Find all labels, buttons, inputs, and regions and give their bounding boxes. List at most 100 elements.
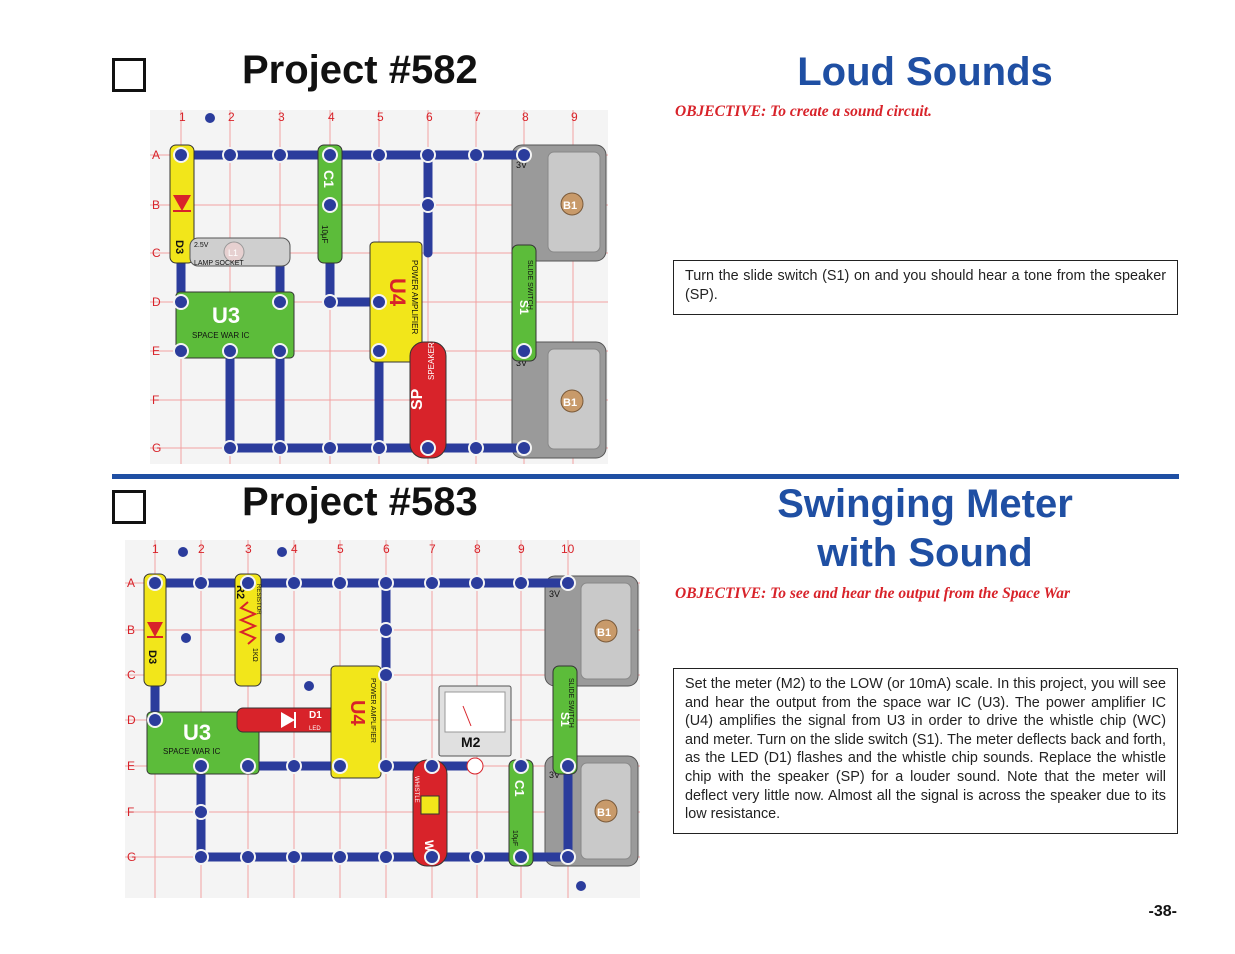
b1-voltage: 3V xyxy=(549,770,560,780)
row-label: F xyxy=(127,805,134,819)
s1-label: S1 xyxy=(558,712,572,727)
s1-component-582: S1 SLIDE SWITCH xyxy=(511,244,537,362)
col-label: 6 xyxy=(426,110,433,124)
c1-label: C1 xyxy=(321,170,337,188)
d3-component-582: D3 xyxy=(169,144,195,264)
circuit-582-svg: 1 2 3 4 5 6 7 8 9 A B C D E F G B1 3V xyxy=(150,110,608,464)
lamp-voltage: 2.5V xyxy=(194,242,209,249)
column-labels-583: 1 2 3 4 5 6 7 8 9 10 xyxy=(152,542,575,556)
b1-label: B1 xyxy=(597,627,611,639)
sp-sublabel: SPEAKER xyxy=(427,342,436,380)
col-label: 6 xyxy=(383,542,390,556)
project-582-title: Loud Sounds xyxy=(797,50,1053,94)
r2-value: 1KΩ xyxy=(251,648,258,662)
wc-component-583: WC WHISTLE xyxy=(412,759,448,867)
b1-label: B1 xyxy=(563,200,577,212)
d1-label: D1 xyxy=(309,710,322,721)
r2-sublabel: RESISTOR xyxy=(255,584,261,615)
u3-label: U3 xyxy=(183,720,211,745)
d3-label: D3 xyxy=(146,650,158,664)
row-label: E xyxy=(127,759,135,773)
b1-label: B1 xyxy=(563,397,577,409)
u4-component-583: U4 POWER AMPLIFIER xyxy=(330,665,382,779)
project-582-checkbox[interactable] xyxy=(112,58,146,92)
project-582-number: Project #582 xyxy=(242,48,478,92)
col-label: 9 xyxy=(518,542,525,556)
battery-holders-583: B1 3V B1 3V xyxy=(544,575,639,867)
project-583-objective: OBJECTIVE: To see and hear the output fr… xyxy=(675,585,1071,602)
lamp-socket-label: LAMP SOCKET xyxy=(194,260,244,267)
sp-label: SP xyxy=(409,388,426,410)
col-label: 1 xyxy=(152,542,159,556)
u3-component-583: U3 SPACE WAR IC xyxy=(146,711,260,775)
u4-label: U4 xyxy=(346,700,368,726)
col-label: 7 xyxy=(474,110,481,124)
u3-sublabel: SPACE WAR IC xyxy=(163,747,221,756)
lamp-component-582: L1 2.5V LAMP SOCKET xyxy=(189,237,291,267)
r2-component-583: R2 RESISTOR 1KΩ xyxy=(234,573,262,687)
row-label: A xyxy=(127,576,135,590)
b1-voltage: 3V xyxy=(549,589,560,599)
row-labels-582: A B C D E F G xyxy=(152,148,161,455)
u4-label: U4 xyxy=(385,278,410,307)
snap-points-583 xyxy=(147,545,588,893)
s1-sublabel: SLIDE SWITCH xyxy=(526,260,533,310)
project-582-description: Turn the slide switch (S1) on and you sh… xyxy=(673,260,1178,315)
col-label: 9 xyxy=(571,110,578,124)
m2-label: M2 xyxy=(461,734,481,750)
battery-holders-582: B1 3V B1 3V xyxy=(511,144,607,459)
row-label: D xyxy=(152,295,161,309)
s1-sublabel: SLIDE SWITCH xyxy=(567,678,574,728)
b1-voltage: 3V xyxy=(516,358,527,368)
project-583-checkbox[interactable] xyxy=(112,490,146,524)
col-label: 7 xyxy=(429,542,436,556)
row-label: B xyxy=(152,198,160,212)
col-label: 4 xyxy=(291,542,298,556)
sp-component-582: SP SPEAKER xyxy=(409,341,447,459)
col-label: 3 xyxy=(278,110,285,124)
project-583-number: Project #583 xyxy=(242,480,478,524)
d1-sublabel: LED xyxy=(309,726,321,732)
wc-sublabel: WHISTLE xyxy=(413,776,419,803)
u4-component-582: U4 POWER AMPLIFIER xyxy=(369,241,423,363)
u4-sublabel: POWER AMPLIFIER xyxy=(369,678,376,743)
u4-sublabel: POWER AMPLIFIER xyxy=(410,260,419,334)
section-divider xyxy=(112,474,1179,479)
col-label: 1 xyxy=(179,110,186,124)
page-number: -38- xyxy=(1148,903,1177,920)
project-582-objective: OBJECTIVE: To create a sound circuit. xyxy=(675,103,932,120)
m2-component-583: M2 xyxy=(438,685,512,775)
s1-component-583: S1 SLIDE SWITCH xyxy=(552,665,578,775)
d3-label: D3 xyxy=(173,240,185,254)
c1-label: C1 xyxy=(512,780,527,797)
col-label: 2 xyxy=(228,110,235,124)
column-labels-582: 1 2 3 4 5 6 7 8 9 xyxy=(179,110,578,124)
col-label: 2 xyxy=(198,542,205,556)
row-label: C xyxy=(152,246,161,260)
row-label: G xyxy=(127,850,136,864)
row-labels-583: A B C D E F G xyxy=(127,576,136,864)
row-label: D xyxy=(127,713,136,727)
col-label: 3 xyxy=(245,542,252,556)
col-label: 8 xyxy=(474,542,481,556)
s1-label: S1 xyxy=(517,300,531,315)
project-583-title-line2: with Sound xyxy=(817,531,1033,575)
lamp-label: L1 xyxy=(228,248,238,258)
row-label: E xyxy=(152,344,160,358)
u3-label: U3 xyxy=(212,303,240,328)
b1-label: B1 xyxy=(597,807,611,819)
row-label: F xyxy=(152,393,159,407)
col-label: 10 xyxy=(561,542,575,556)
project-583-description: Set the meter (M2) to the LOW (or 10mA) … xyxy=(673,668,1178,834)
col-label: 8 xyxy=(522,110,529,124)
col-label: 5 xyxy=(337,542,344,556)
row-label: A xyxy=(152,148,160,162)
snap-points-582 xyxy=(173,111,532,456)
u3-sublabel: SPACE WAR IC xyxy=(192,331,250,340)
c1-value: 10μF xyxy=(320,225,329,244)
project-582-circuit-diagram: 1 2 3 4 5 6 7 8 9 A B C D E F G B1 3V xyxy=(150,110,608,464)
c1-value: 10μF xyxy=(511,830,518,846)
col-label: 4 xyxy=(328,110,335,124)
row-label: B xyxy=(127,623,135,637)
circuit-583-svg: 1 2 3 4 5 6 7 8 9 10 A B C D E F G B1 3V xyxy=(125,540,640,898)
